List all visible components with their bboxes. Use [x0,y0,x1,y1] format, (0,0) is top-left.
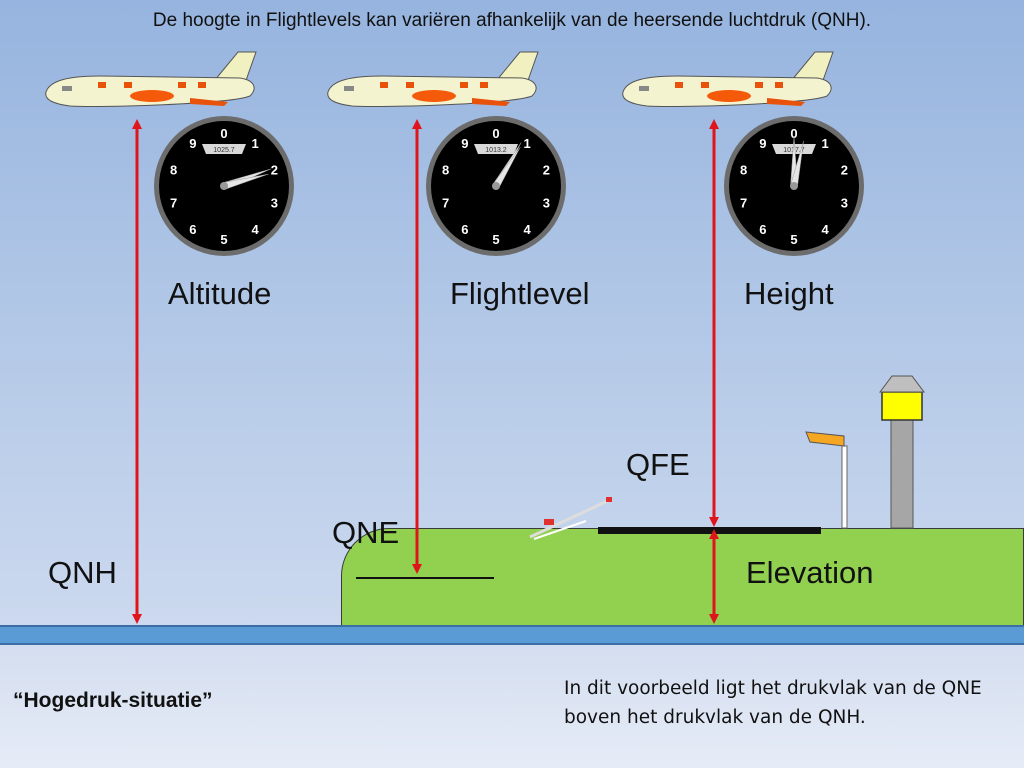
airfield-terrain [341,528,1024,625]
dial-number: 4 [822,222,830,237]
altitude-label: Altitude [168,276,272,311]
situation-label: “Hogedruk-situatie” [13,689,213,712]
qnh-label: QNH [48,555,117,590]
altimeter-dial: 01234567891017.7 [724,116,864,256]
dial-number: 5 [220,232,227,247]
dial-number: 3 [271,195,278,210]
flightlevel-label: Flightlevel [450,276,590,311]
dial-number: 5 [790,232,797,247]
explanation-note: In dit voorbeeld ligt het drukvlak van d… [564,678,982,728]
dial-number: 7 [740,195,747,210]
dial-number: 0 [220,126,227,141]
dial-number: 4 [524,222,532,237]
dial-number: 9 [759,136,766,151]
dial-number: 8 [170,163,177,178]
dial-number: 6 [461,222,468,237]
dial-number: 1 [524,136,531,151]
dial-number: 2 [841,163,848,178]
dial-number: 2 [543,163,550,178]
dial-number: 9 [189,136,196,151]
dial-number: 6 [189,222,196,237]
dial-number: 3 [543,195,550,210]
dial-number: 8 [740,163,747,178]
dial-number: 1 [252,136,259,151]
airplane-icon [327,51,539,107]
dial-number: 5 [492,232,499,247]
dial-number: 0 [790,126,797,141]
dial-number: 2 [271,163,278,178]
dial-number: 0 [492,126,499,141]
dial-number: 3 [841,195,848,210]
sea-level-strip [0,625,1024,645]
height-label: Height [744,276,834,311]
dial-number: 4 [252,222,260,237]
dial-number: 9 [461,136,468,151]
dial-number: 7 [442,195,449,210]
altimeter-dial: 0 12 34 5 67 89 1013.2 [426,116,566,256]
dial-number: 8 [442,163,449,178]
qne-pressure-level-line [356,577,494,579]
altimeter-dial: 0 12 34 5 67 89 1025.7 [154,116,294,256]
dial-number: 7 [170,195,177,210]
control-tower-icon [805,375,925,529]
qfe-label: QFE [626,447,690,482]
dial-number: 1 [822,136,829,151]
elevation-label: Elevation [746,555,874,590]
dial-number: 6 [759,222,766,237]
pressure-setting: 1013.2 [485,147,507,154]
airplane-icon [45,51,257,107]
caption-area [0,645,1024,768]
page-title: De hoogte in Flightlevels kan variëren a… [152,10,872,31]
airplane-icon [622,51,834,107]
pressure-setting: 1025.7 [213,147,235,154]
glider-icon [529,497,613,540]
qne-label: QNE [332,515,400,550]
